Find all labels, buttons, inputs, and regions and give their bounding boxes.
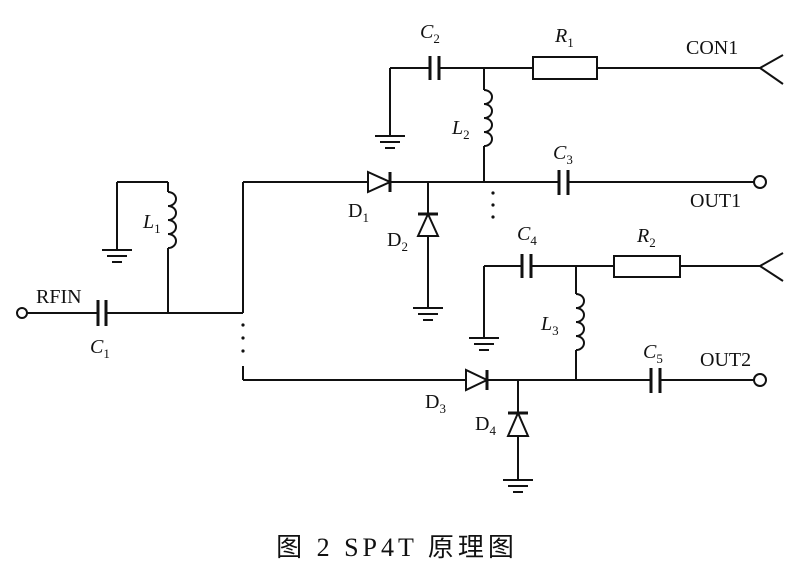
out2-label: OUT2	[700, 349, 751, 371]
diode-d4	[506, 410, 530, 437]
continuation-dots	[491, 191, 495, 219]
d4-label: D4	[475, 413, 496, 438]
rfin-port	[16, 307, 28, 319]
inductor-l2	[483, 89, 493, 147]
resistor-r2	[613, 255, 681, 278]
l3-label: L3	[540, 313, 559, 338]
resistor-r1	[532, 56, 598, 80]
out1-port	[753, 175, 767, 189]
l1-label: L1	[142, 211, 161, 236]
c3-label: C3	[553, 142, 573, 167]
diode-d1	[367, 170, 393, 194]
ground-symbol	[375, 135, 405, 149]
capacitor-c1	[96, 300, 108, 326]
d1-label: D1	[348, 200, 369, 225]
con1-port	[759, 54, 784, 85]
inductor-l3	[575, 293, 585, 351]
r2-label: R2	[636, 225, 656, 250]
capacitor-c5	[649, 368, 662, 393]
ground-symbol	[413, 307, 443, 321]
diode-d3	[465, 368, 490, 392]
diode-d2	[416, 211, 440, 237]
c4-label: C4	[517, 223, 537, 248]
inductor-l1	[167, 191, 177, 249]
ground-symbol	[503, 479, 533, 493]
c1-label: C1	[90, 336, 110, 361]
d2-label: D2	[387, 229, 408, 254]
out2-port	[753, 373, 767, 387]
ground-symbol	[102, 249, 132, 263]
d3-label: D3	[425, 391, 446, 416]
l2-label: L2	[451, 117, 470, 142]
c2-label: C2	[420, 21, 440, 46]
rfin-label: RFIN	[36, 286, 82, 308]
out1-label: OUT1	[690, 190, 741, 212]
con1-label: CON1	[686, 37, 738, 59]
continuation-dots	[241, 323, 245, 353]
capacitor-c4	[520, 254, 533, 278]
r1-label: R1	[554, 25, 574, 50]
capacitor-c2	[428, 56, 441, 80]
c5-label: C5	[643, 341, 663, 366]
ground-symbol	[469, 337, 499, 351]
port-arrow	[759, 252, 784, 282]
capacitor-c3	[557, 170, 570, 195]
figure-caption: 图 2 SP4T 原理图	[276, 533, 518, 562]
